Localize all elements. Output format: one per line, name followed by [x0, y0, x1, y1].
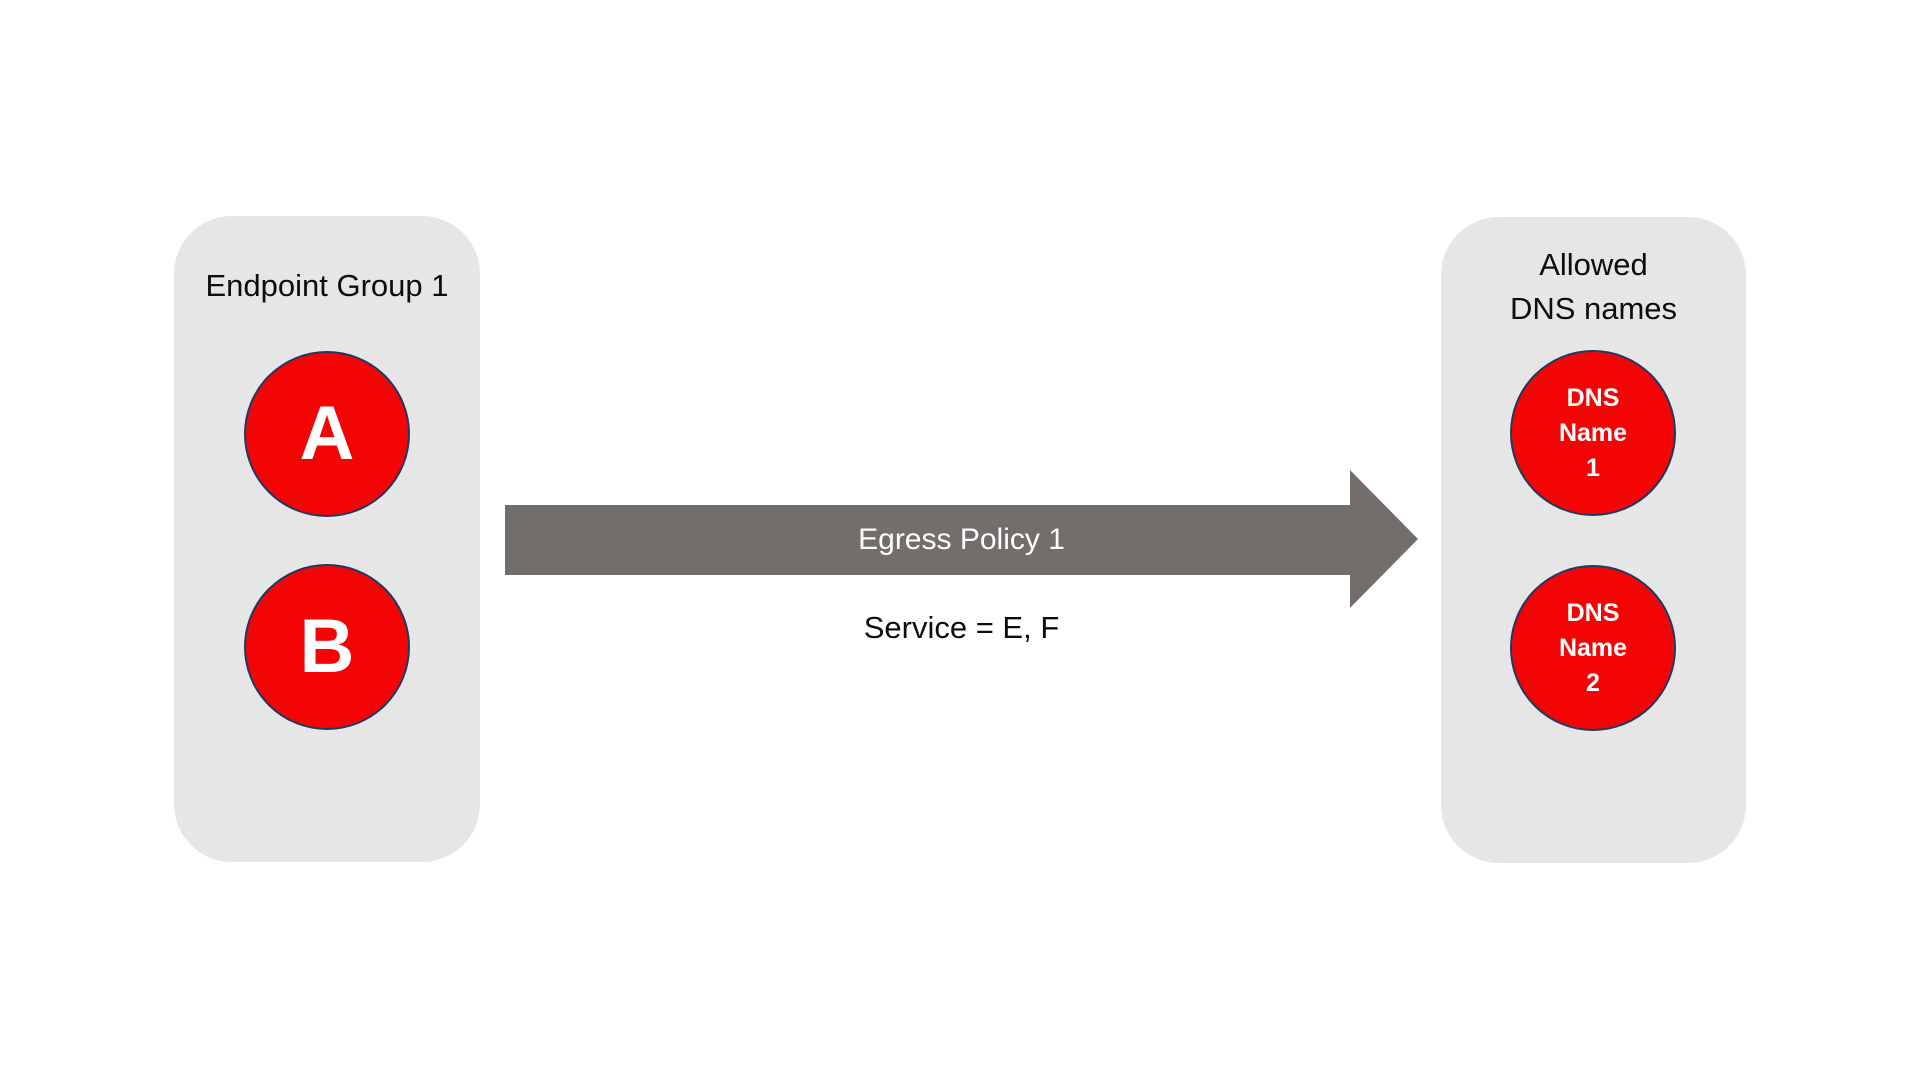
service-label: Service = E, F: [863, 610, 1060, 645]
endpoint-group-box: Endpoint Group 1 A B: [174, 216, 480, 862]
dns-name-1-label: DNS Name 1: [1558, 383, 1628, 482]
arrow-head-icon: [1350, 470, 1418, 608]
endpoint-node-a-label: A: [299, 391, 355, 476]
allowed-dns-group-title: Allowed DNS names: [1509, 247, 1678, 326]
egress-policy-label: Egress Policy 1: [858, 523, 1065, 556]
allowed-dns-group-box: Allowed DNS names DNS Name 1 DNS Name 2: [1441, 217, 1746, 863]
dns-name-2-label: DNS Name 2: [1558, 598, 1628, 697]
egress-policy-arrow: Egress Policy 1: [505, 470, 1418, 608]
endpoint-group-title: Endpoint Group 1: [205, 268, 449, 303]
endpoint-node-b-label: B: [299, 604, 355, 689]
arrow-shaft: [505, 505, 1350, 575]
dns-name-2-node: DNS Name 2: [1510, 565, 1676, 731]
endpoint-node-b: B: [244, 564, 410, 730]
endpoint-node-a: A: [244, 351, 410, 517]
dns-name-1-node: DNS Name 1: [1510, 350, 1676, 516]
